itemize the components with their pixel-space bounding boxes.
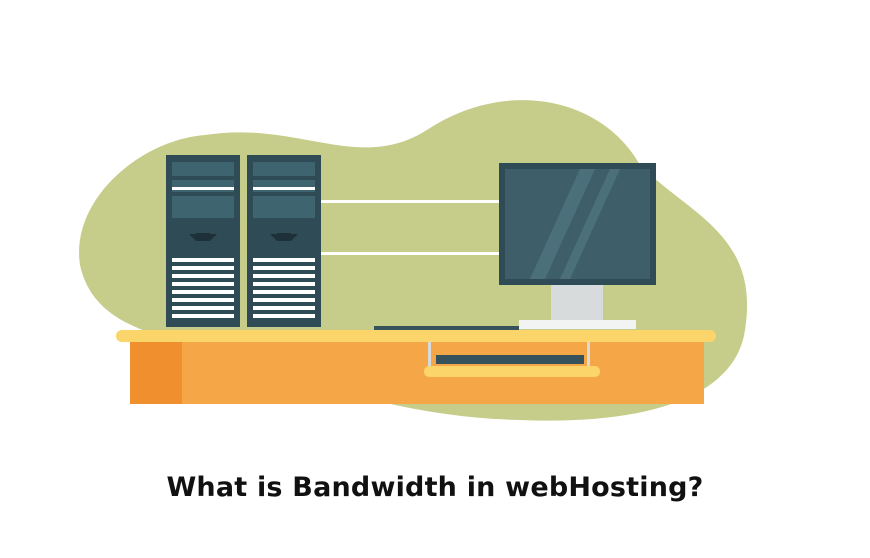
desk-icon: [116, 330, 716, 404]
server-tower-icon: [247, 155, 321, 327]
server-tower-icon: [166, 155, 240, 327]
monitor-icon: [499, 163, 656, 329]
network-cables: [320, 200, 500, 255]
page-title: What is Bandwidth in webHosting?: [166, 472, 704, 503]
keyboard-icon: [374, 326, 519, 330]
hosting-illustration: [79, 100, 748, 421]
